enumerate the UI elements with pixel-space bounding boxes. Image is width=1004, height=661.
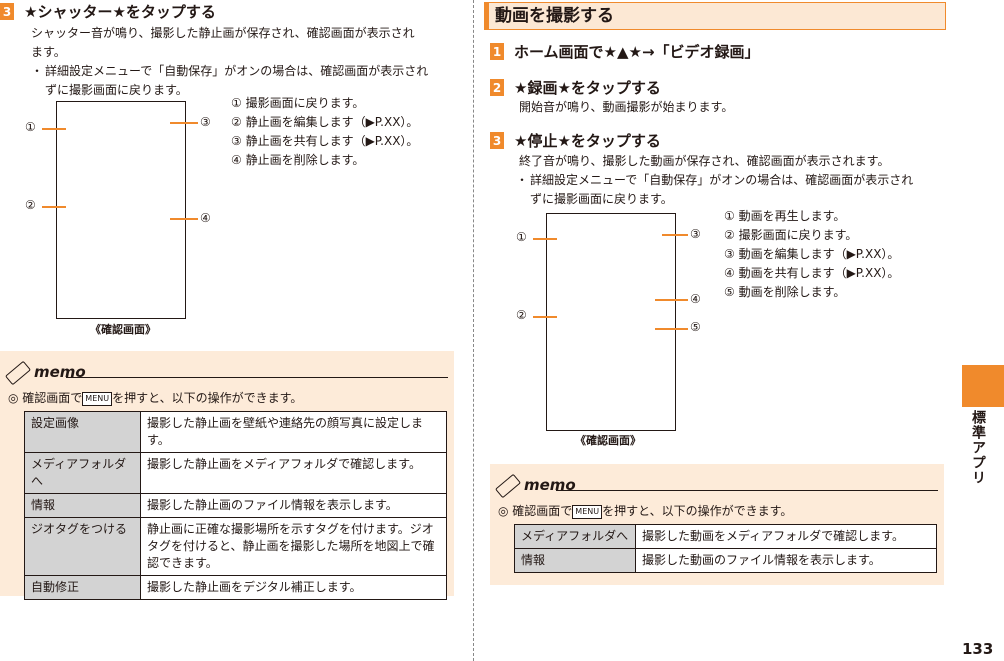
step-2-heading: 2★録画★をタップする: [490, 77, 661, 98]
auto-save-note: ・ 詳細設定メニューで「自動保存」がオンの場合は、確認画面が表示されずに撮影画面…: [516, 173, 914, 206]
screen-caption: 《確認画面》: [90, 323, 156, 336]
step-3-description: シャッター音が鳴り、撮影した静止画が保存され、確認画面が表示されます。: [31, 26, 415, 59]
memo-table: 設定画像撮影した静止画を壁紙や連絡先の顔写真に設定します。 メディアフォルダへ撮…: [24, 411, 447, 600]
table-row: 情報撮影した静止画のファイル情報を表示します。: [24, 493, 447, 518]
step-3-heading: 3 ★シャッター★をタップする: [0, 1, 216, 22]
step-3-heading: 3★停止★をタップする: [490, 130, 661, 151]
table-row: 自動修正撮影した静止画をデジタル補正します。: [24, 575, 447, 600]
table-row: 設定画像撮影した静止画を壁紙や連絡先の顔写真に設定します。: [24, 411, 447, 453]
table-row: 情報撮影した動画のファイル情報を表示します。: [514, 548, 937, 573]
memo-logo: memo: [4, 360, 86, 385]
step-title: ★シャッター★をタップする: [24, 3, 216, 21]
marker-1: ①: [25, 120, 36, 134]
step-3-description: 終了音が鳴り、撮影した動画が保存され、確認画面が表示されます。: [519, 154, 890, 168]
step-number: 3: [0, 3, 14, 20]
table-row: メディアフォルダへ撮影した動画をメディアフォルダで確認します。: [514, 524, 937, 549]
button-legend: ① 動画を再生します。② 撮影画面に戻ります。 ③ 動画を編集します（▶P.XX…: [724, 209, 900, 299]
memo-table: メディアフォルダへ撮影した動画をメディアフォルダで確認します。 情報撮影した動画…: [514, 524, 937, 573]
pencil-icon: [494, 473, 522, 498]
memo-logo: memo: [494, 473, 576, 498]
table-row: ジオタグをつける静止画に正確な撮影場所を示すタグを付けます。ジオタグを付けると、…: [24, 517, 447, 576]
section-title: 動画を撮影する: [484, 2, 946, 30]
table-row: メディアフォルダへ撮影した静止画をメディアフォルダで確認します。: [24, 452, 447, 494]
marker-5: ⑤: [690, 320, 701, 334]
chapter-label: 標準アプリ: [970, 410, 986, 485]
column-divider: [473, 0, 474, 661]
marker-4: ④: [200, 211, 211, 225]
marker-2: ②: [25, 198, 36, 212]
auto-save-note: ・ 詳細設定メニューで「自動保存」がオンの場合は、確認画面が表示されずに撮影画面…: [31, 64, 429, 97]
screen-caption: 《確認画面》: [575, 434, 641, 447]
marker-2: ②: [516, 308, 527, 322]
marker-1: ①: [516, 230, 527, 244]
button-legend: ① 撮影画面に戻ります。② 静止画を編集します（▶P.XX）。 ③ 静止画を共有…: [231, 96, 419, 167]
menu-key-icon: MENU: [572, 504, 603, 519]
pencil-icon: [4, 360, 32, 385]
video-confirm-screen-illustration: [546, 213, 676, 431]
marker-3: ③: [690, 227, 701, 241]
marker-4: ④: [690, 292, 701, 306]
chapter-tab: [962, 365, 1004, 407]
marker-3: ③: [200, 115, 211, 129]
step-2-description: 開始音が鳴り、動画撮影が始まります。: [519, 100, 734, 114]
confirm-screen-illustration: [56, 101, 186, 319]
menu-key-icon: MENU: [82, 391, 113, 406]
page-number: 133: [962, 640, 994, 658]
